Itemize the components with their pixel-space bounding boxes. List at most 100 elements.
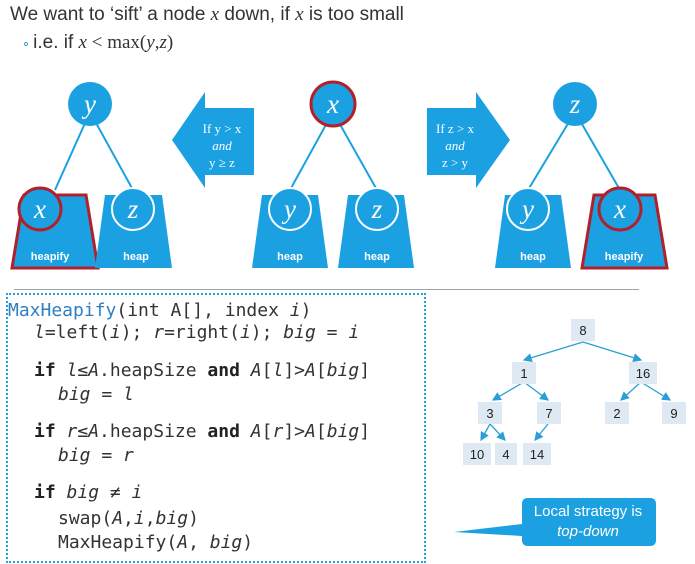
arrow-condition: If z > x bbox=[436, 121, 475, 136]
callout-bubble bbox=[454, 498, 656, 546]
heap-node-label: 16 bbox=[636, 366, 650, 381]
heading-text-2: down, if bbox=[219, 4, 296, 25]
code-token: i bbox=[131, 482, 143, 503]
subtree-label: heap bbox=[277, 251, 303, 263]
code-token: = bbox=[90, 445, 124, 466]
tree-node bbox=[553, 82, 597, 126]
heap-edge bbox=[534, 423, 549, 442]
subtree-label: heapify bbox=[605, 251, 644, 263]
code-token: = bbox=[90, 384, 124, 405]
code-token: .heapSize bbox=[99, 421, 208, 442]
heap-node-label: 10 bbox=[470, 447, 484, 462]
divider bbox=[14, 289, 639, 290]
code-token: ≤ bbox=[77, 421, 89, 442]
code-token: swap( bbox=[58, 508, 113, 529]
code-token: [ bbox=[315, 360, 327, 381]
code-line-1: MaxHeapify(int A[], index i) bbox=[8, 300, 311, 321]
heap-node-label: 3 bbox=[486, 406, 493, 421]
code-token: big bbox=[155, 508, 189, 529]
code-line-7: if big ≠ i bbox=[34, 482, 142, 503]
node-label: x bbox=[33, 194, 46, 224]
code-keyword: and bbox=[207, 360, 240, 381]
code-token: l bbox=[66, 360, 78, 381]
arrow-condition: y ≥ z bbox=[209, 155, 235, 170]
callout-line: Local strategy is bbox=[533, 503, 643, 520]
callout-line: top-down bbox=[557, 523, 619, 540]
sub-close: ) bbox=[166, 32, 174, 53]
sub-text: i.e. if bbox=[33, 32, 79, 53]
node-label: y bbox=[81, 89, 96, 119]
code-line-6: big = r bbox=[58, 445, 134, 466]
tree-node bbox=[309, 80, 357, 128]
heap-edge bbox=[620, 381, 642, 401]
code-token: ] bbox=[359, 360, 371, 381]
code-token: ≤ bbox=[77, 360, 89, 381]
tree-right: z y x heap heapify bbox=[495, 82, 669, 270]
heap-edge bbox=[640, 381, 672, 401]
code-token: MaxHeapify( bbox=[58, 532, 178, 553]
bullet-icon: ∘ bbox=[22, 36, 31, 51]
tree-node bbox=[355, 187, 399, 231]
code-token: big bbox=[326, 421, 360, 442]
heading-text: We want to ‘sift’ a node bbox=[10, 4, 211, 25]
tree-node bbox=[17, 186, 63, 232]
code-line-3: if l≤A.heapSize and A[l]>A[big] bbox=[34, 360, 370, 381]
heap-node-label: 4 bbox=[502, 447, 509, 462]
right-arrow-icon: If z > x and z > y bbox=[427, 92, 510, 188]
code-token: big bbox=[283, 322, 316, 343]
code-token: r bbox=[123, 445, 134, 466]
code-token: [ bbox=[261, 421, 273, 442]
node-label: y bbox=[519, 194, 534, 224]
arrow-condition: z > y bbox=[442, 155, 469, 170]
code-token: ) bbox=[242, 532, 254, 553]
node-label: z bbox=[127, 194, 139, 224]
left-arrow-icon: If y > x and y ≥ z bbox=[172, 92, 254, 188]
tree-node bbox=[597, 186, 643, 232]
code-token: ]> bbox=[283, 360, 305, 381]
code-token: r bbox=[272, 421, 284, 442]
edge bbox=[527, 111, 576, 191]
code-line-8: swap(A,i,big) bbox=[58, 508, 199, 529]
heap-edge bbox=[523, 381, 550, 401]
heap-node bbox=[523, 443, 551, 465]
code-keyword: if bbox=[34, 421, 67, 442]
code-token: A bbox=[305, 360, 316, 381]
node-label: x bbox=[326, 89, 339, 119]
code-token: i bbox=[239, 322, 251, 343]
code-token: l bbox=[34, 322, 45, 343]
code-token: A bbox=[250, 360, 262, 381]
heap-node bbox=[662, 402, 686, 424]
code-token: r bbox=[153, 322, 165, 343]
heap-node-label: 7 bbox=[545, 406, 552, 421]
tree-node bbox=[111, 187, 155, 231]
code-token: big bbox=[209, 532, 243, 553]
code-token: (int A[], index bbox=[116, 300, 290, 321]
tree-node bbox=[506, 187, 550, 231]
sub-comma: , bbox=[154, 32, 160, 53]
code-token: A bbox=[250, 421, 262, 442]
subtree-label: heap bbox=[364, 251, 390, 263]
heap-node bbox=[629, 362, 657, 384]
code-token: big bbox=[66, 482, 100, 503]
sub-var-z: z bbox=[159, 32, 167, 53]
heap-node-label: 1 bbox=[520, 366, 527, 381]
sub-var-x: x bbox=[78, 32, 87, 53]
heading-text-3: is too small bbox=[303, 4, 404, 25]
heap-node bbox=[605, 402, 629, 424]
code-token: [ bbox=[315, 421, 327, 442]
heap-node-label: 8 bbox=[579, 323, 586, 338]
subheading: ∘i.e. if x < max(y,z) bbox=[22, 32, 173, 54]
code-box bbox=[6, 293, 426, 563]
code-token: ); bbox=[250, 322, 284, 343]
arrow-condition: and bbox=[445, 138, 465, 153]
heap-edge bbox=[480, 423, 491, 442]
code-line-9: MaxHeapify(A, big) bbox=[58, 532, 253, 553]
node-label: y bbox=[281, 194, 296, 224]
heap-node bbox=[571, 319, 595, 341]
code-token: l bbox=[123, 384, 134, 405]
node-label: z bbox=[371, 194, 383, 224]
heap-node-label: 9 bbox=[670, 406, 677, 421]
tree-middle: x y z heap heap bbox=[252, 80, 414, 268]
tree-left: y x z heapify heap bbox=[10, 82, 172, 270]
